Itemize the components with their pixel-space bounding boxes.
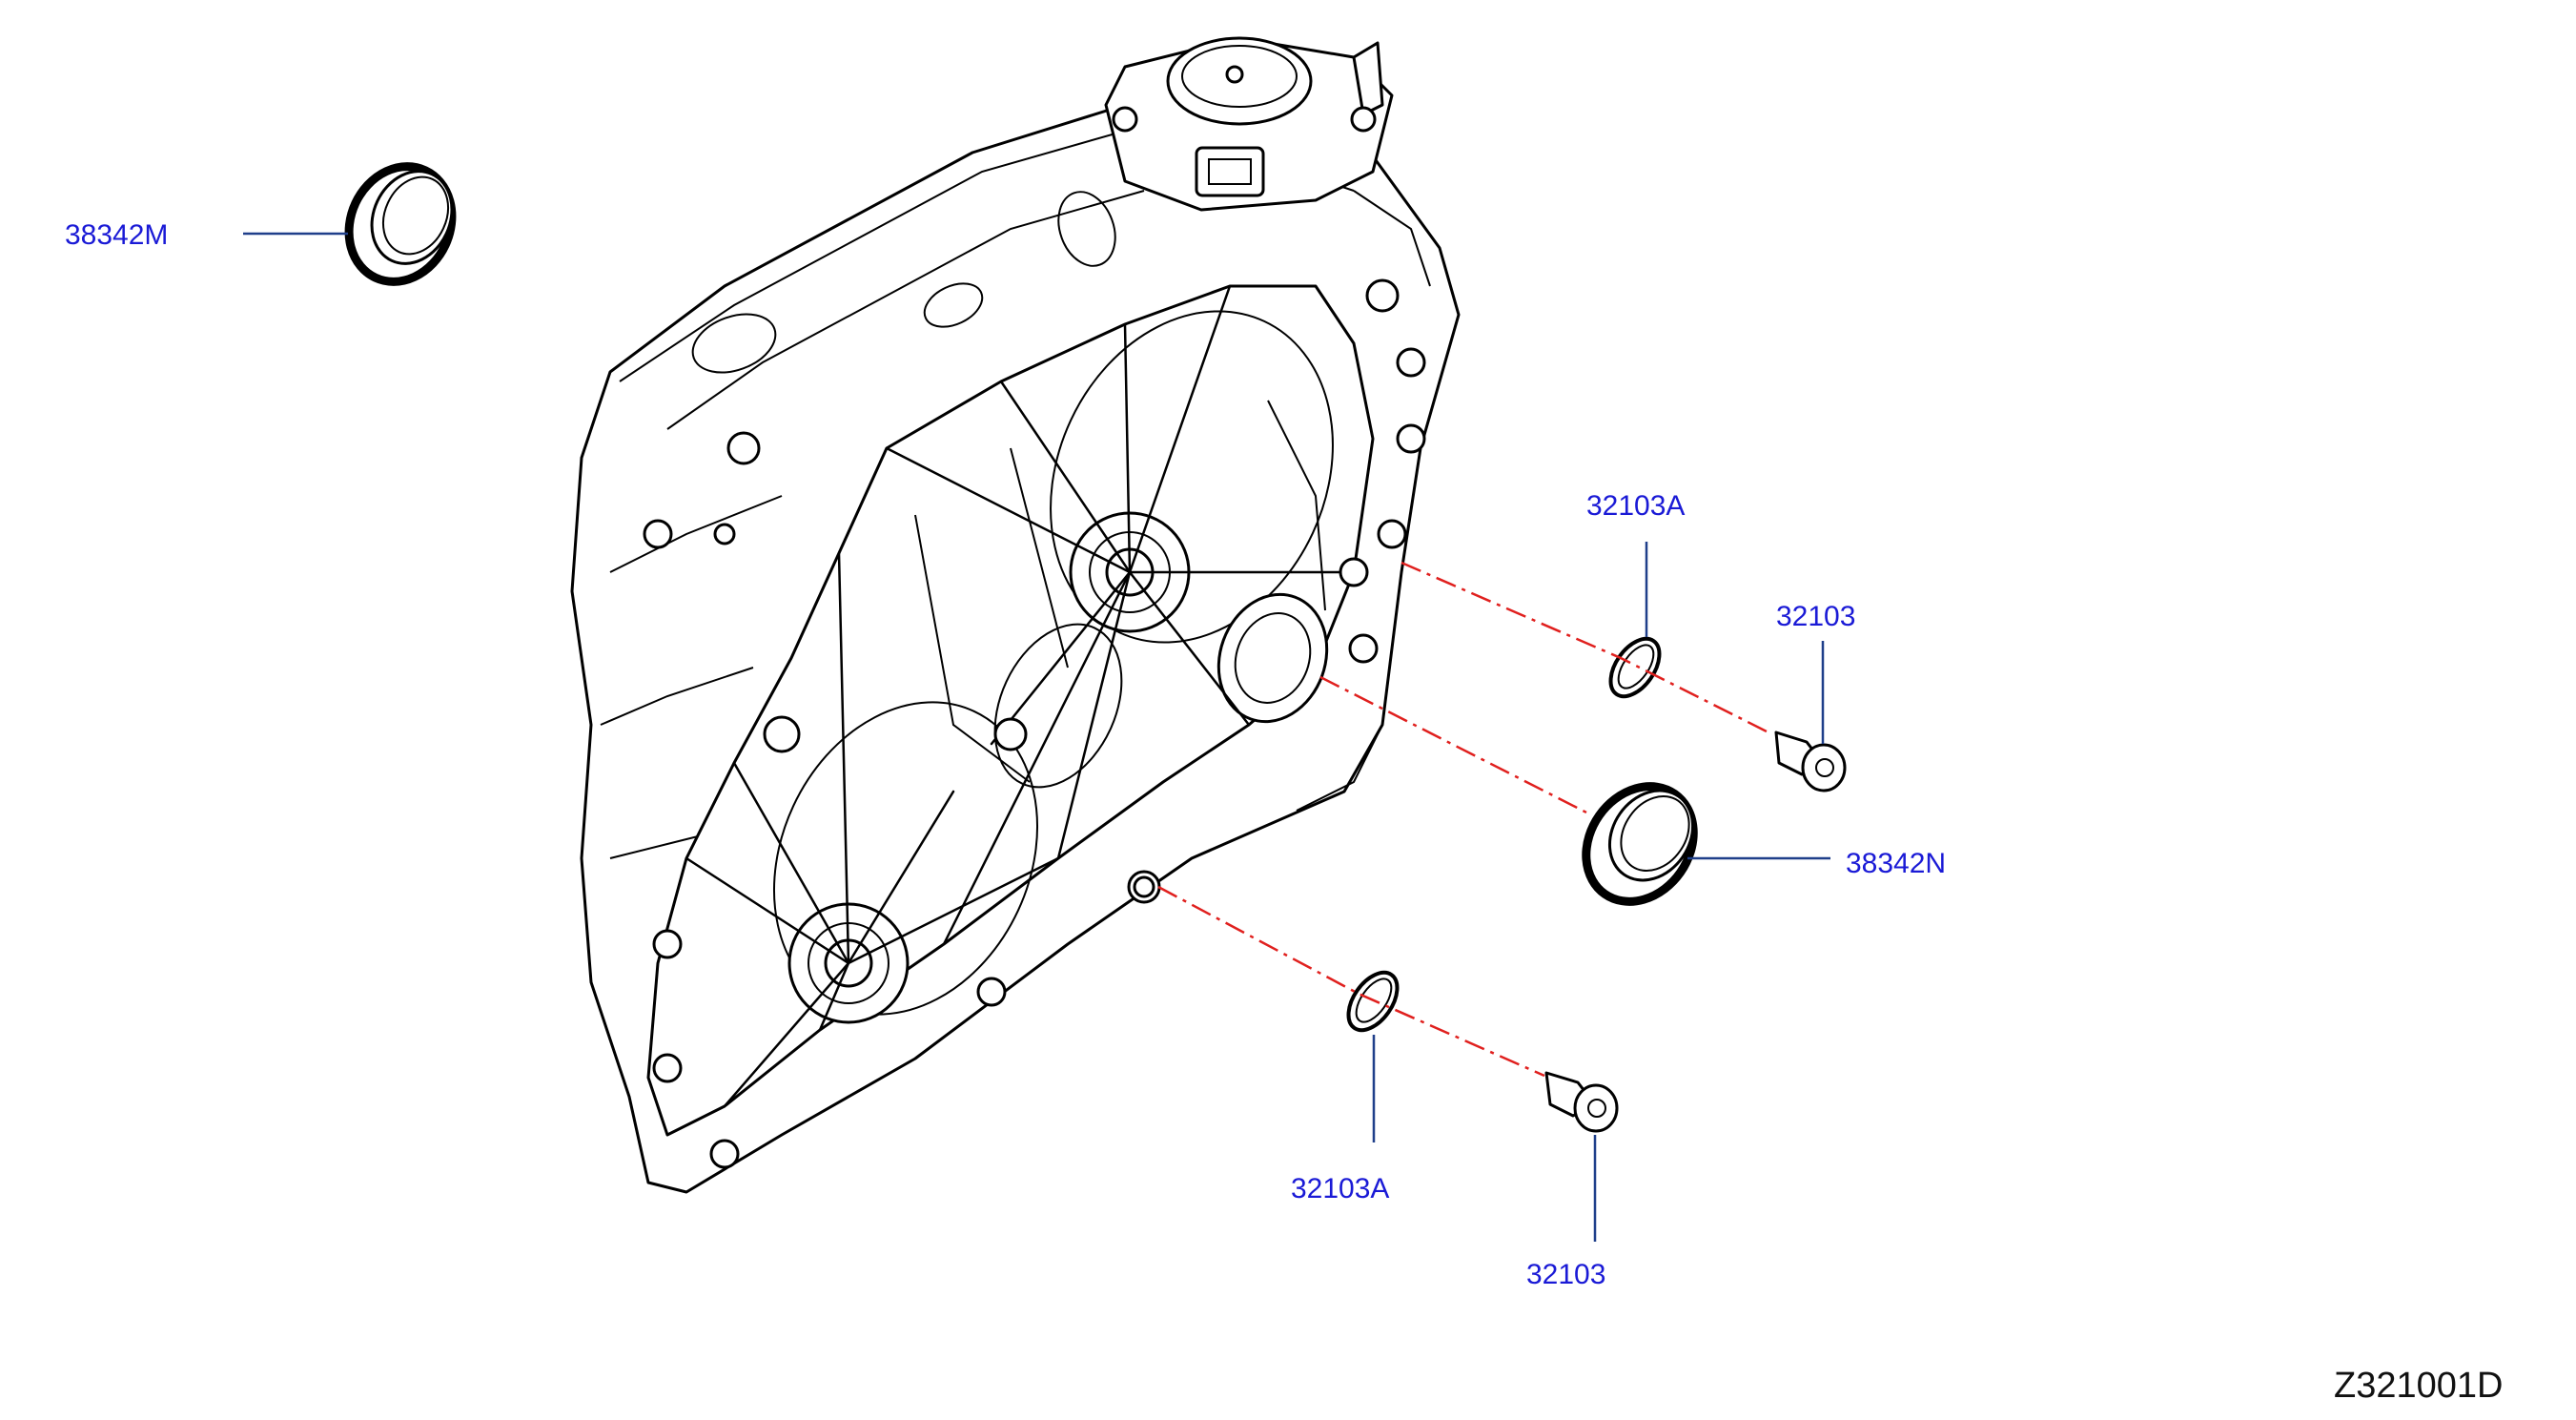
diagram-code: Z321001D: [2334, 1366, 2504, 1406]
washer-upper: [1608, 636, 1662, 699]
callout-oil-seal-38342n: 38342N: [1846, 848, 1947, 879]
leader-lines: [243, 232, 1830, 1242]
callout-oil-seal-38342m: 38342M: [65, 219, 169, 251]
plug-upper: [1774, 731, 1847, 792]
washer-lower: [1346, 970, 1400, 1033]
axis-line-lower: [1157, 885, 1545, 1078]
callout-plug-lower-32103: 32103: [1526, 1259, 1606, 1290]
transmission-case-housing: [570, 36, 1461, 1194]
callout-plug-upper-32103: 32103: [1776, 601, 1856, 632]
axis-line-seal: [1319, 675, 1593, 817]
oil-seal-38342m: [344, 162, 457, 286]
assembly-axis-lines: [1157, 561, 1769, 1078]
callout-washer-lower-32103a: 32103A: [1291, 1173, 1390, 1204]
plug-lower: [1544, 1071, 1619, 1133]
callout-washer-upper-32103a: 32103A: [1586, 490, 1686, 522]
axis-line-upper: [1400, 561, 1769, 734]
oil-seal-38342n: [1582, 782, 1698, 906]
